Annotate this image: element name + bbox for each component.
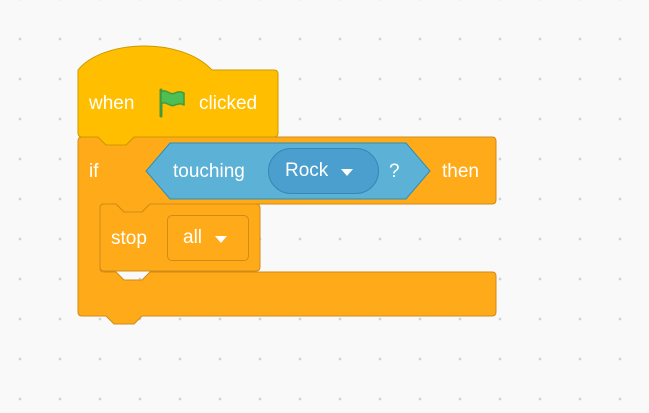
dropdown-arrow-icon [215, 235, 228, 243]
stop-label: stop [111, 228, 147, 249]
touching-target-dropdown[interactable]: Rock [268, 148, 379, 194]
stop-option-value: all [183, 227, 203, 248]
then-label: then [442, 161, 479, 182]
when-label: when [89, 93, 135, 114]
dropdown-arrow-icon [341, 168, 354, 176]
question-mark-label: ? [389, 161, 400, 182]
touching-label: touching [173, 161, 245, 182]
if-label: if [89, 161, 99, 182]
stop-option-dropdown[interactable]: all [167, 215, 249, 261]
clicked-label: clicked [199, 93, 258, 114]
green-flag-icon [159, 88, 185, 118]
touching-target-value: Rock [285, 160, 329, 181]
